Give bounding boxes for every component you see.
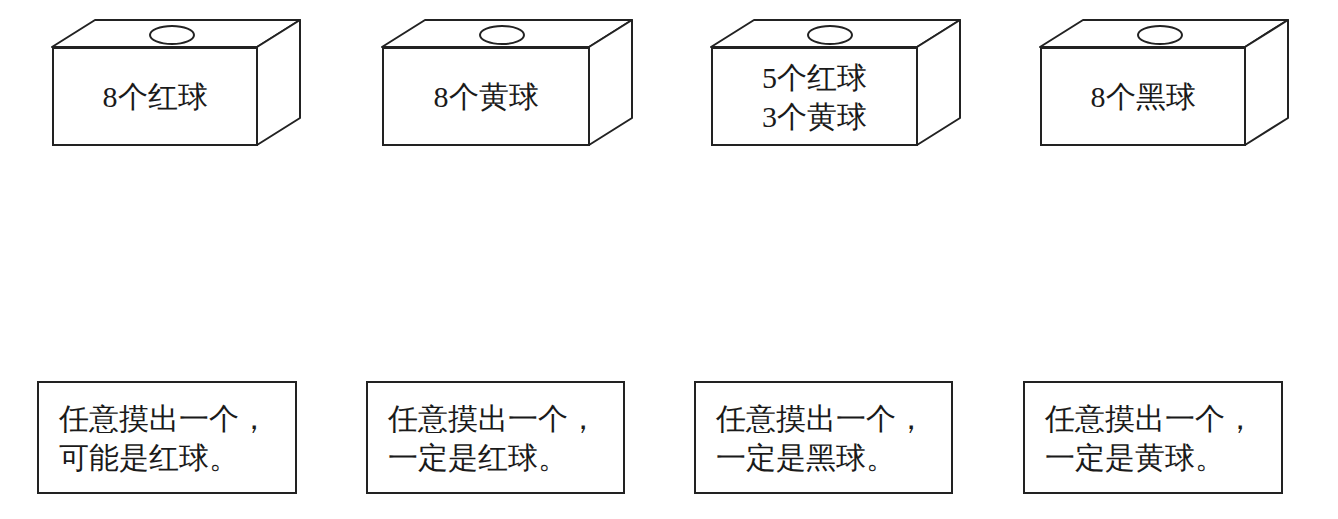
statement-card: 任意摸出一个， 一定是红球。 — [366, 381, 625, 494]
card-text: 任意摸出一个， 可能是红球。 — [59, 399, 275, 477]
box-3-faces — [711, 20, 960, 145]
box-4-faces — [1040, 20, 1288, 145]
box-label: 8个红球 — [95, 77, 215, 116]
card-text: 任意摸出一个， 一定是黑球。 — [716, 399, 932, 477]
ball-box: 8个黄球 — [382, 47, 590, 146]
box-label: 5个红球 3个黄球 — [755, 58, 875, 136]
ball-box: 8个黑球 — [1040, 47, 1246, 146]
box-2-faces — [382, 20, 632, 145]
box-1-faces — [52, 20, 300, 145]
ball-box: 8个红球 — [52, 47, 258, 146]
ball-box: 5个红球 3个黄球 — [711, 47, 918, 146]
statement-card: 任意摸出一个， 一定是黄球。 — [1023, 381, 1283, 494]
statement-card: 任意摸出一个， 一定是黑球。 — [694, 381, 953, 494]
box-label: 8个黑球 — [1083, 77, 1203, 116]
box-label: 8个黄球 — [426, 77, 546, 116]
card-text: 任意摸出一个， 一定是红球。 — [388, 399, 604, 477]
statement-card: 任意摸出一个， 可能是红球。 — [37, 381, 297, 494]
card-text: 任意摸出一个， 一定是黄球。 — [1045, 399, 1261, 477]
